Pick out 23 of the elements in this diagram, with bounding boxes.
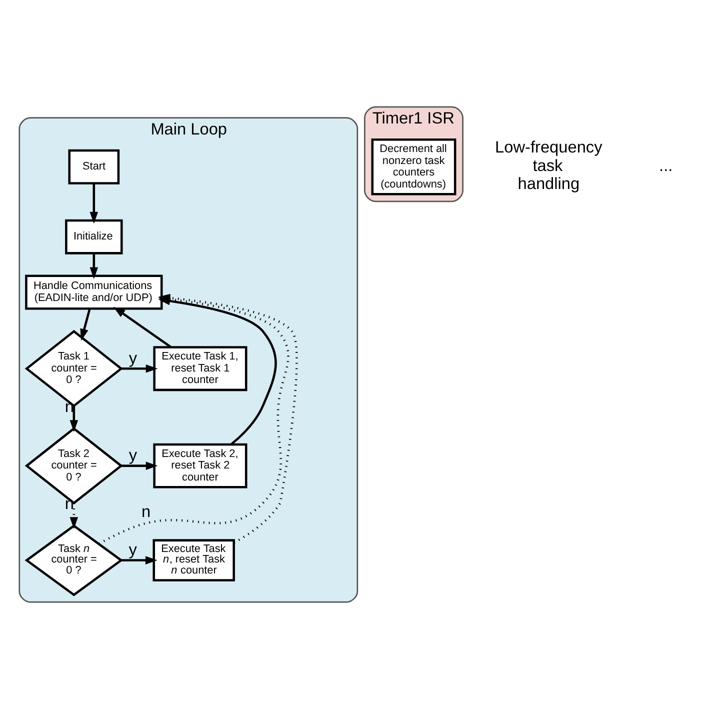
arrow bbox=[121, 364, 158, 373]
node-box: Execute Task 1, reset Task 1 counter bbox=[153, 346, 248, 392]
edge-label: y bbox=[128, 446, 138, 465]
label: Low-frequency task handling bbox=[495, 138, 602, 194]
node-box: Execute Task n, reset Task n counter bbox=[152, 539, 235, 582]
arrow bbox=[113, 306, 172, 348]
arrow bbox=[121, 462, 158, 470]
arrow bbox=[90, 183, 98, 224]
arrow bbox=[121, 556, 158, 564]
label: ... bbox=[659, 156, 673, 175]
node-diamond: Task n counter = 0 ? bbox=[24, 524, 124, 596]
arrow bbox=[70, 503, 78, 529]
edge-label: n bbox=[141, 503, 151, 522]
node-box: Handle Communications (EADIN-lite and/or UDP) bbox=[25, 274, 163, 310]
node-box: Initialize bbox=[65, 219, 123, 254]
node-box: Start bbox=[68, 149, 120, 184]
arrow bbox=[70, 406, 78, 432]
arrow bbox=[90, 253, 98, 280]
node-box: Execute Task 2, reset Task 2 counter bbox=[153, 443, 248, 488]
node-box: Decrement all nonzero task counters (countdowns) bbox=[371, 138, 456, 196]
edge-label: y bbox=[128, 349, 138, 368]
arrow bbox=[80, 308, 91, 341]
edge-label: y bbox=[128, 541, 137, 560]
